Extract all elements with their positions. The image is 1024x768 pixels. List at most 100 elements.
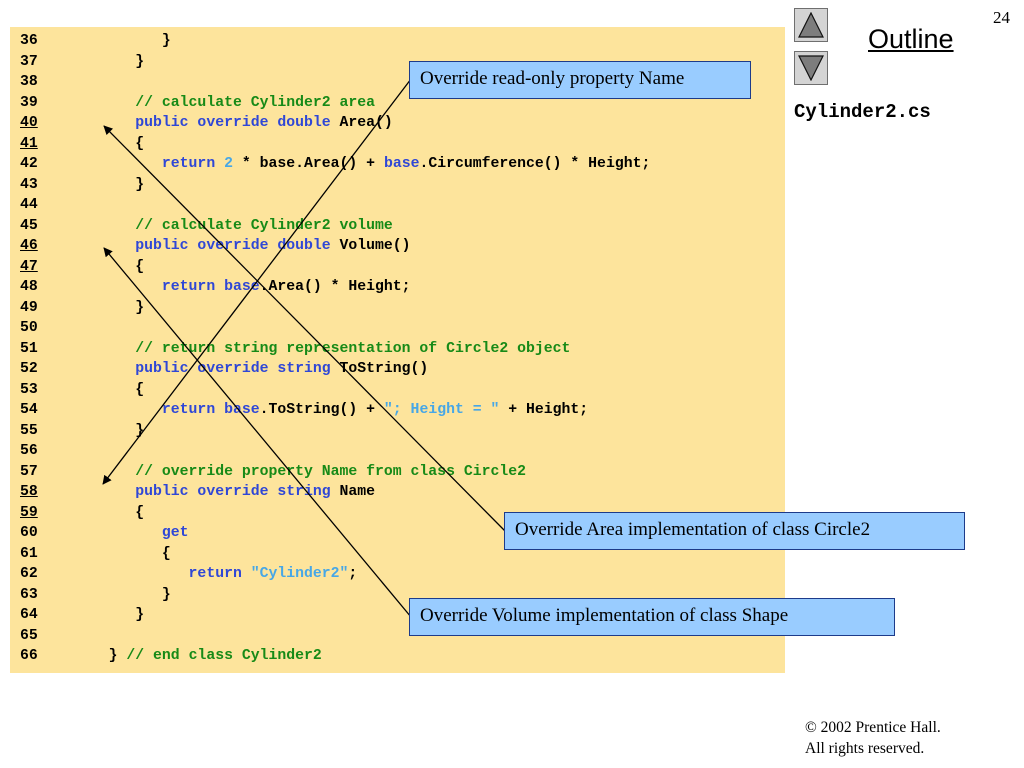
- code-token: public override double: [82, 238, 331, 254]
- code-text: {: [82, 503, 144, 523]
- code-line: 40 public override double Area(): [10, 113, 785, 133]
- code-text: // calculate Cylinder2 area: [82, 93, 375, 113]
- copyright-notice: © 2002 Prentice Hall. All rights reserve…: [805, 717, 941, 759]
- code-line: 55 }: [10, 421, 785, 441]
- line-number: 45: [20, 217, 38, 234]
- code-token: public override string: [82, 484, 331, 500]
- code-token: "; Height = ": [383, 402, 500, 418]
- code-token: .ToString() +: [259, 402, 384, 418]
- code-text: return 2 * base.Area() + base.Circumfere…: [82, 154, 650, 174]
- code-text: get: [82, 523, 189, 543]
- code-line: 47 {: [10, 257, 785, 277]
- code-token: 2: [224, 156, 233, 172]
- next-slide-button[interactable]: [794, 51, 828, 85]
- copyright-line-1: © 2002 Prentice Hall.: [805, 719, 941, 736]
- code-line: 48 return base.Area() * Height;: [10, 277, 785, 297]
- code-token: // override property Name from class Cir…: [82, 463, 526, 480]
- code-token: ;: [348, 566, 358, 582]
- code-token: Area(): [330, 115, 393, 131]
- code-text: public override double Volume(): [82, 236, 410, 256]
- triangle-down-icon: [798, 55, 824, 81]
- code-token: {: [82, 135, 145, 152]
- code-text: }: [82, 298, 144, 318]
- line-number: 50: [20, 320, 38, 336]
- code-token: // end class Cylinder2: [126, 648, 322, 664]
- previous-slide-button[interactable]: [794, 8, 828, 42]
- code-token: return base: [82, 279, 260, 295]
- code-text: {: [82, 257, 144, 277]
- code-line: 38: [10, 72, 785, 92]
- code-token: .Circumference() * Height;: [419, 156, 651, 172]
- code-text: public override string Name: [82, 482, 375, 502]
- code-line: 57 // override property Name from class …: [10, 462, 785, 482]
- code-line: 56: [10, 441, 785, 461]
- code-text: return base.ToString() + "; Height = " +…: [82, 400, 588, 420]
- code-token: * base.Area() +: [232, 156, 384, 172]
- code-line: 42 return 2 * base.Area() + base.Circumf…: [10, 154, 785, 174]
- code-line: 54 return base.ToString() + "; Height = …: [10, 400, 785, 420]
- page-number: 24: [993, 8, 1010, 27]
- line-number: 59: [20, 504, 38, 521]
- code-text: }: [82, 585, 171, 605]
- line-number: 58: [20, 484, 38, 500]
- line-number: 51: [20, 340, 38, 357]
- line-number: 60: [20, 525, 38, 541]
- code-text: return base.Area() * Height;: [82, 277, 411, 297]
- code-token: get: [82, 525, 189, 541]
- line-number: 46: [20, 238, 38, 254]
- line-number: 55: [20, 422, 38, 439]
- code-text: {: [82, 380, 144, 400]
- code-text: // override property Name from class Cir…: [82, 462, 526, 482]
- line-number: 49: [20, 299, 38, 316]
- code-token: {: [82, 258, 145, 275]
- code-text: // calculate Cylinder2 volume: [82, 216, 393, 236]
- line-number: 40: [20, 115, 38, 131]
- code-token: }: [82, 53, 145, 70]
- code-text: {: [82, 134, 144, 154]
- code-line: 44: [10, 195, 785, 215]
- code-text: {: [82, 544, 171, 564]
- code-token: }: [82, 607, 145, 623]
- code-text: public override double Area(): [82, 113, 393, 133]
- code-token: // calculate Cylinder2 volume: [82, 217, 393, 234]
- line-number: 62: [20, 566, 38, 582]
- code-text: } // end class Cylinder2: [82, 646, 322, 666]
- code-line: 45 // calculate Cylinder2 volume: [10, 216, 785, 236]
- code-token: }: [82, 299, 145, 316]
- line-number: 48: [20, 279, 38, 295]
- line-number: 66: [20, 648, 38, 664]
- outline-link[interactable]: Outline: [868, 24, 954, 54]
- code-token: // return string representation of Circl…: [82, 340, 571, 357]
- code-line: 66 } // end class Cylinder2: [10, 646, 785, 666]
- code-token: "Cylinder2": [250, 566, 349, 582]
- code-text: }: [82, 52, 144, 72]
- line-number: 65: [20, 627, 38, 644]
- code-line: 51 // return string representation of Ci…: [10, 339, 785, 359]
- code-token: Name: [330, 484, 376, 500]
- code-token: + Height;: [499, 402, 589, 418]
- line-number: 43: [20, 176, 38, 193]
- code-token: base: [383, 156, 420, 172]
- code-line: 53 {: [10, 380, 785, 400]
- code-token: {: [82, 504, 145, 521]
- code-token: }: [82, 586, 171, 603]
- code-text: }: [82, 31, 171, 51]
- code-line: 41 {: [10, 134, 785, 154]
- line-number: 36: [20, 33, 38, 49]
- code-text: public override string ToString(): [82, 359, 428, 379]
- code-text: }: [82, 175, 144, 195]
- code-token: public override string: [82, 361, 331, 377]
- line-number: 37: [20, 53, 38, 70]
- code-text: }: [82, 421, 144, 441]
- code-text: }: [82, 605, 144, 625]
- line-number: 44: [20, 197, 38, 213]
- code-text: return "Cylinder2";: [82, 564, 358, 584]
- code-token: {: [82, 545, 171, 562]
- file-name: Cylinder2.cs: [794, 101, 931, 123]
- code-token: ToString(): [330, 361, 429, 377]
- callout-override-volume: Override Volume implementation of class …: [409, 598, 895, 636]
- line-number: 53: [20, 381, 38, 398]
- code-line: 46 public override double Volume(): [10, 236, 785, 256]
- code-token: public override double: [82, 115, 331, 131]
